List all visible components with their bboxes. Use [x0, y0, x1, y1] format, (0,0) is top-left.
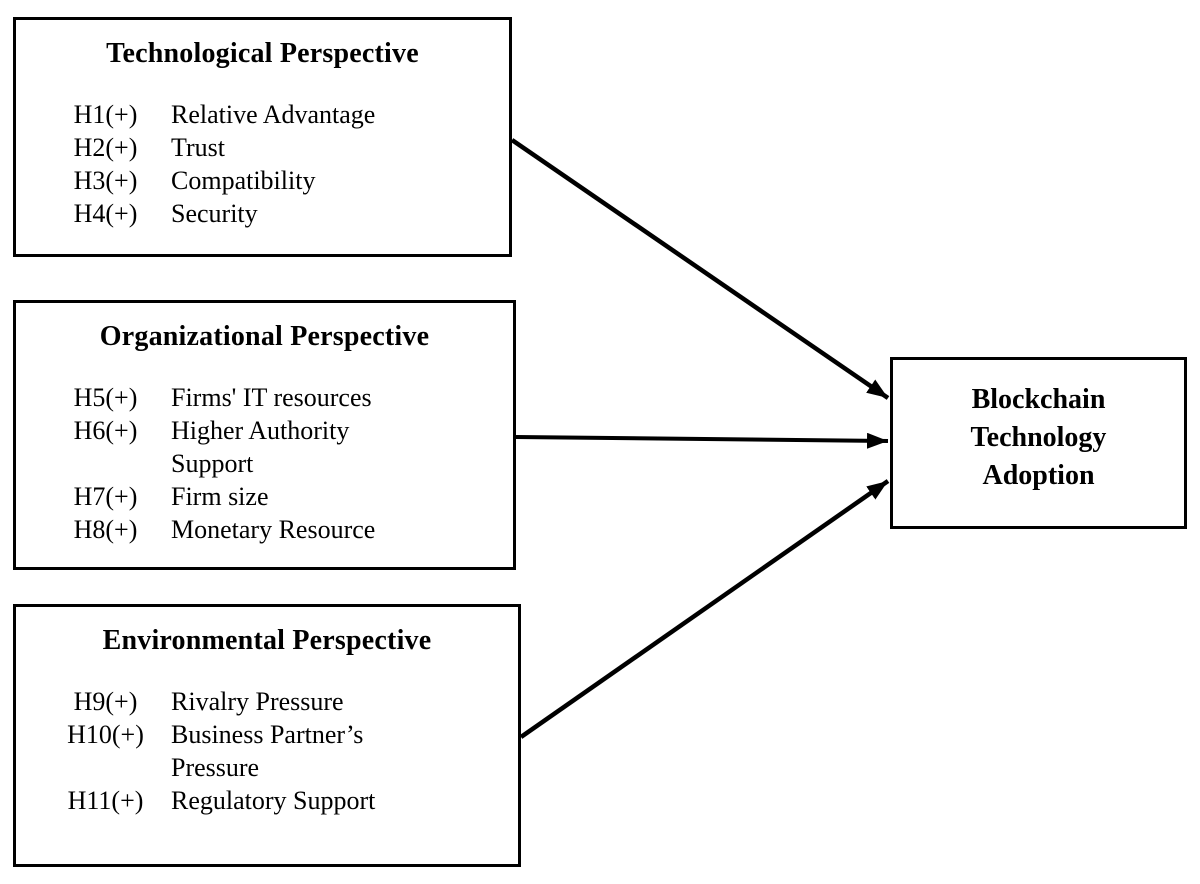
hypothesis-row-h7: H7(+) Firm size	[58, 480, 499, 513]
hypothesis-code: H1(+)	[73, 100, 138, 129]
hypothesis-label: Firms' IT resources	[171, 383, 372, 412]
hypothesis-code: H9(+)	[73, 687, 138, 716]
hypothesis-code: H2(+)	[73, 133, 138, 162]
hypothesis-label: Trust	[171, 133, 225, 162]
hypothesis-label: Rivalry Pressure	[171, 687, 344, 716]
hypothesis-code: H6(+)	[73, 416, 138, 445]
hypothesis-code: H4(+)	[73, 199, 138, 228]
hypothesis-code: H7(+)	[73, 482, 138, 511]
outcome-title: Blockchain Technology Adoption	[970, 384, 1107, 491]
hypothesis-row-h10: H10(+) Business Partner’s Pressure	[58, 718, 504, 784]
edge-organizational-to-adoption-arrow	[515, 432, 889, 449]
hypothesis-row-h6: H6(+) Higher Authority Support	[58, 414, 499, 480]
organizational-hypothesis-list: H5(+) Firms' IT resources H6(+) Higher A…	[16, 381, 513, 546]
hypothesis-row-h5: H5(+) Firms' IT resources	[58, 381, 499, 414]
hypothesis-label: Regulatory Support	[171, 786, 376, 815]
environmental-hypothesis-list: H9(+) Rivalry Pressure H10(+) Business P…	[16, 685, 518, 817]
box-blockchain-technology-adoption: Blockchain Technology Adoption	[890, 357, 1187, 529]
hypothesis-row-h2: H2(+) Trust	[58, 131, 495, 164]
hypothesis-label: Firm size	[171, 482, 269, 511]
edge-environmental-to-adoption-arrow	[519, 479, 890, 739]
organizational-box-title: Organizational Perspective	[99, 321, 430, 352]
hypothesis-label: Security	[171, 199, 258, 228]
hypothesis-code: H5(+)	[73, 383, 138, 412]
hypothesis-label: Compatibility	[171, 166, 316, 195]
box-environmental-perspective: Environmental Perspective H9(+) Rivalry …	[13, 604, 521, 867]
hypothesis-row-h1: H1(+) Relative Advantage	[58, 98, 495, 131]
hypothesis-row-h4: H4(+) Security	[58, 197, 495, 230]
environmental-box-title: Environmental Perspective	[102, 625, 432, 656]
hypothesis-row-h8: H8(+) Monetary Resource	[58, 513, 499, 546]
hypothesis-code: H3(+)	[73, 166, 138, 195]
hypothesis-row-h11: H11(+) Regulatory Support	[58, 784, 504, 817]
hypothesis-label: Higher Authority Support	[171, 416, 350, 478]
hypothesis-label: Relative Advantage	[171, 100, 376, 129]
technological-hypothesis-list: H1(+) Relative Advantage H2(+) Trust H3(…	[16, 98, 509, 230]
edge-technological-to-adoption-arrow	[510, 138, 890, 400]
hypothesis-row-h3: H3(+) Compatibility	[58, 164, 495, 197]
hypothesis-code: H11(+)	[67, 786, 144, 815]
hypothesis-code: H8(+)	[73, 515, 138, 544]
technological-box-title: Technological Perspective	[106, 38, 419, 69]
hypothesis-label: Business Partner’s Pressure	[171, 720, 364, 782]
box-organizational-perspective: Organizational Perspective H5(+) Firms' …	[13, 300, 516, 570]
box-technological-perspective: Technological Perspective H1(+) Relative…	[13, 17, 512, 257]
hypothesis-code: H10(+)	[67, 720, 144, 749]
hypothesis-row-h9: H9(+) Rivalry Pressure	[58, 685, 504, 718]
hypothesis-label: Monetary Resource	[171, 515, 376, 544]
